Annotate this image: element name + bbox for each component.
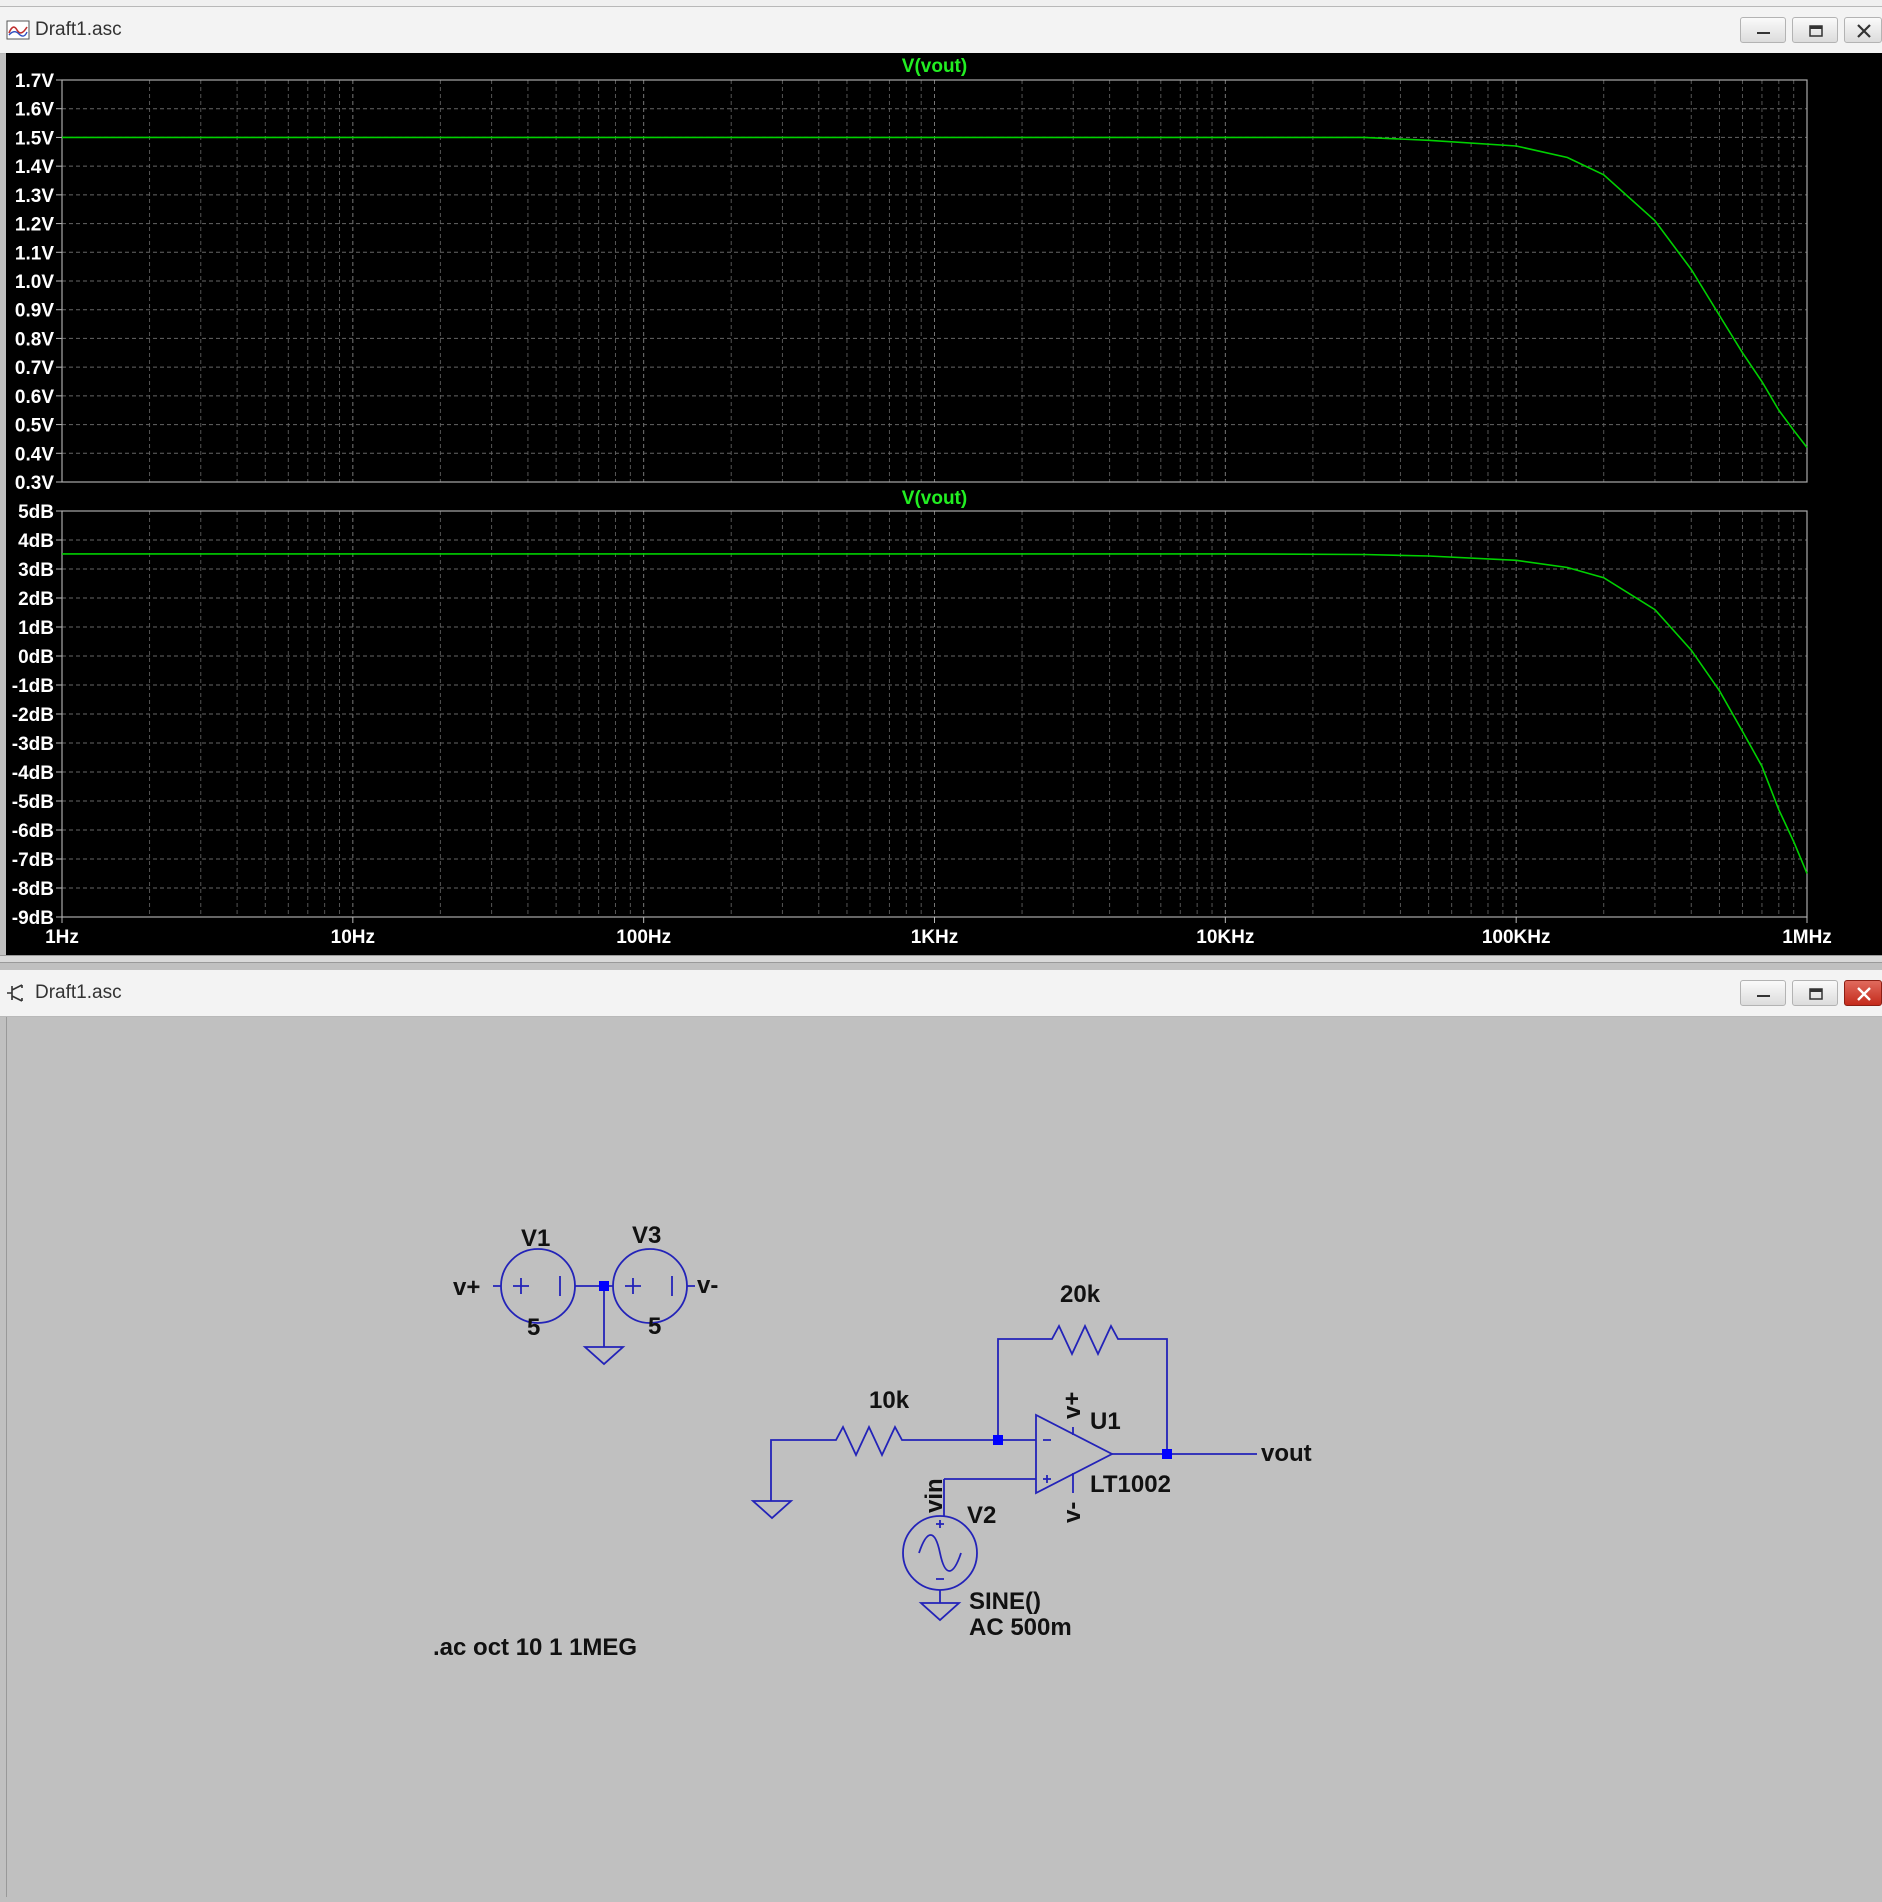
close-icon [1857,987,1871,1001]
restore-icon [1809,988,1823,1000]
y-tick-label: 1dB [18,618,54,639]
ground-symbol [582,1346,626,1366]
plot-window: Draft1.asc [0,7,1882,955]
schematic-canvas[interactable]: V1 5 V3 5 v+ v- 20k 10k U1 LT1002 vout V… [6,1017,1882,1897]
top-strip [0,0,1882,7]
y-tick-label: -8dB [12,879,54,900]
trace-vout [62,136,1808,448]
v1-net-label: v+ [453,1274,480,1301]
trace-vout [62,553,1808,874]
close-button[interactable] [1844,980,1882,1006]
y-tick-label: 0.5V [15,416,54,437]
schematic-icon [7,984,23,1002]
pane-separator[interactable] [0,955,1882,963]
schematic-window: Draft1.asc [0,970,1882,1017]
opamp-pos-supply-label: v+ [1059,1392,1086,1419]
minimize-button[interactable] [1740,980,1786,1006]
x-tick-label: 1MHz [1782,927,1832,948]
y-tick-label: 4dB [18,531,54,552]
y-tick-label: 0dB [18,647,54,668]
waveform-plot[interactable]: 1.7V 1.6V 1.5V 1.4V 1.3V 1.2V 1.1V 1.0V 0.9V 0.8V… [6,53,1882,955]
y-tick-label: -2dB [12,705,54,726]
y-tick-label: -5dB [12,792,54,813]
opamp-neg-supply-label: v- [1059,1502,1086,1523]
close-button[interactable] [1844,17,1882,43]
v2-name-label: V2 [967,1502,996,1529]
schematic-drawing[interactable]: V1 5 V3 5 v+ v- 20k 10k U1 LT1002 vout V… [7,1017,1882,1897]
v3-net-label: v- [697,1272,718,1299]
plot-window-title: Draft1.asc [35,19,122,40]
voltage-source-v1[interactable] [500,1248,576,1324]
y-tick-label: 0.4V [15,444,54,465]
opamp-u1[interactable] [944,1413,1257,1495]
y-tick-label: 3dB [18,560,54,581]
plot-pane[interactable]: 1.7V 1.6V 1.5V 1.4V 1.3V 1.2V 1.1V 1.0V 0.9V 0.8V… [6,53,1882,955]
y-tick-label: -4dB [12,763,54,784]
trace-title: V(vout) [902,488,967,509]
v1-value-label: 5 [527,1314,540,1341]
close-icon [1857,24,1871,38]
feedback-resistor-label: 20k [1060,1281,1101,1308]
input-resistor-10k[interactable] [770,1424,998,1501]
y-tick-label: -9dB [12,908,54,929]
v3-value-label: 5 [648,1313,661,1340]
y-tick-label: 0.7V [15,358,54,379]
schematic-window-title: Draft1.asc [35,982,122,1003]
x-tick-label: 100Hz [616,927,671,948]
y-tick-label: 1.7V [15,71,54,92]
y-tick-label: 0.9V [15,301,54,322]
y-tick-label: 1.6V [15,100,54,121]
ac-analysis-directive[interactable]: .ac oct 10 1 1MEG [433,1634,637,1661]
y-tick-label: -6dB [12,821,54,842]
y-tick-label: 2dB [18,589,54,610]
y-tick-label: -1dB [12,676,54,697]
v3-name-label: V3 [632,1222,661,1249]
v2-value-label-line1: SINE() [969,1588,1041,1615]
y-tick-label: 1.0V [15,272,54,293]
opamp-name-label: U1 [1090,1408,1121,1435]
minimize-button[interactable] [1740,17,1786,43]
y-tick-label: 1.2V [15,215,54,236]
plot-window-titlebar[interactable]: Draft1.asc [0,7,1882,54]
minimize-icon [1757,995,1770,997]
input-net-label: vin [921,1478,948,1513]
voltage-source-v3[interactable] [612,1248,688,1324]
y-tick-label: 0.8V [15,329,54,350]
y-tick-label: 1.1V [15,243,54,264]
waveform-icon [6,20,30,40]
x-tick-label: 10Hz [331,927,375,948]
y-tick-label: 0.6V [15,387,54,408]
wire [939,1479,945,1603]
x-tick-label: 1Hz [45,927,79,948]
sine-source-v2[interactable] [902,1479,978,1603]
feedback-resistor-20k[interactable] [997,1323,1168,1441]
restore-icon [1809,25,1823,37]
ground-symbol [750,1500,794,1520]
maximize-button[interactable] [1792,980,1838,1006]
output-net-label: vout [1261,1440,1312,1467]
x-tick-label: 10KHz [1196,927,1254,948]
junction-dots [599,1281,1172,1459]
trace-title: V(vout) [902,56,967,77]
y-tick-label: 0.3V [15,473,54,494]
x-tick-label: 100KHz [1482,927,1551,948]
ground-symbol [918,1602,962,1622]
y-tick-label: -3dB [12,734,54,755]
opamp-model-label: LT1002 [1090,1471,1171,1498]
y-tick-label: 1.4V [15,157,54,178]
y-tick-label: 1.3V [15,186,54,207]
schematic-window-titlebar[interactable]: Draft1.asc [0,970,1882,1017]
y-tick-label: 1.5V [15,128,54,149]
y-tick-label: -7dB [12,850,54,871]
v2-value-label-line2: AC 500m [969,1614,1072,1641]
minimize-icon [1757,32,1770,34]
input-resistor-label: 10k [869,1387,910,1414]
y-tick-label: 5dB [18,502,54,523]
v1-name-label: V1 [521,1225,550,1252]
x-tick-label: 1KHz [911,927,959,948]
maximize-button[interactable] [1792,17,1838,43]
plot-frame [61,79,1808,483]
